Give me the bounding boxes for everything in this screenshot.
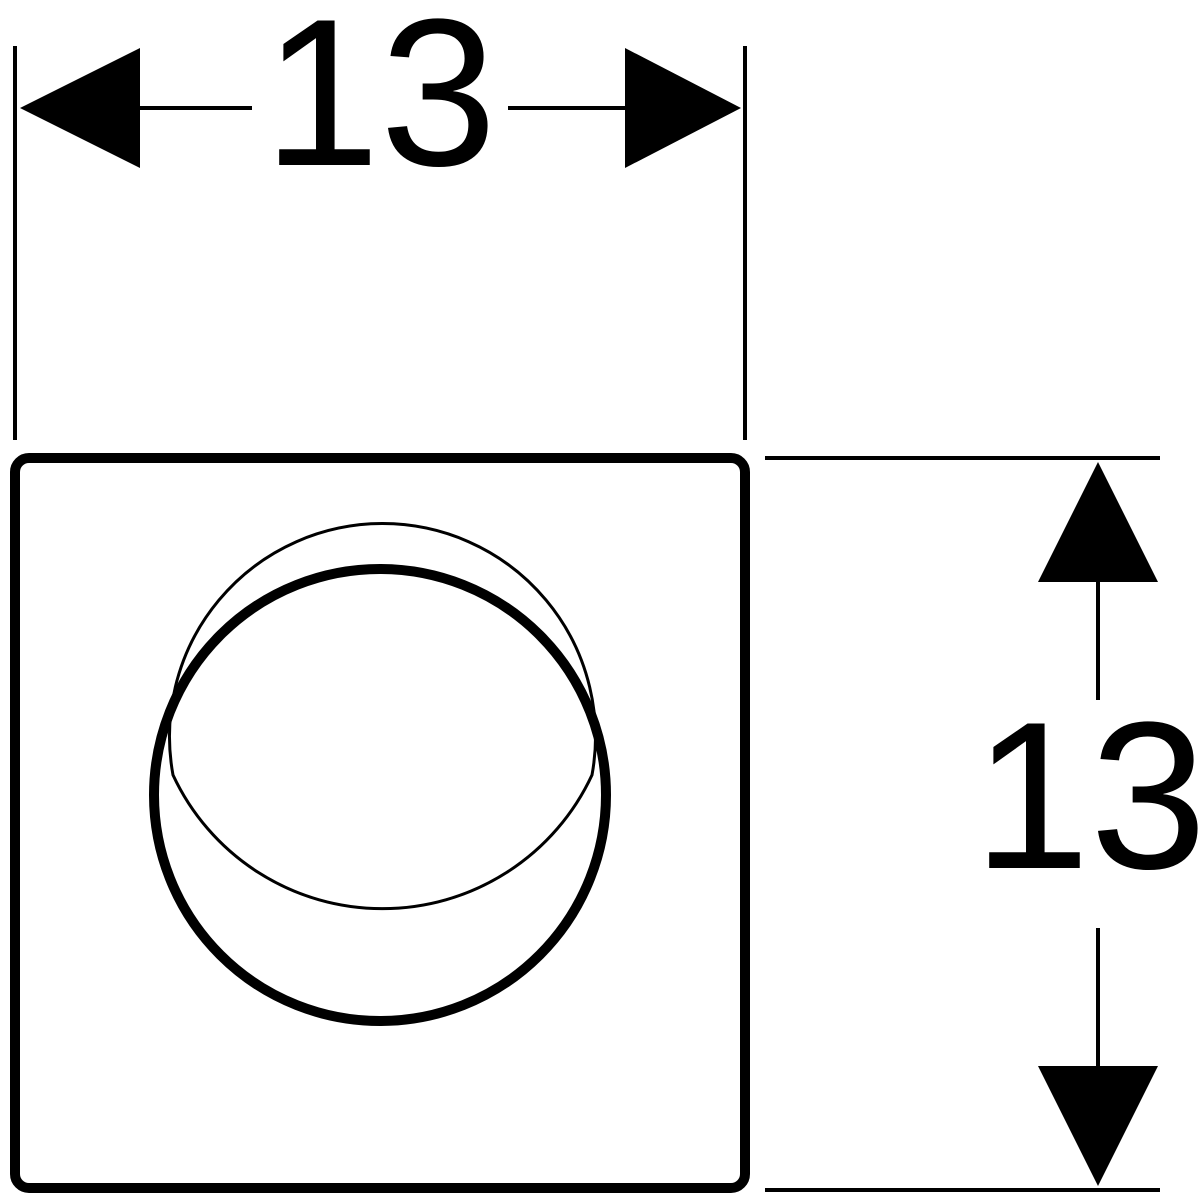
height-dimension-label: 13: [973, 678, 1200, 913]
height-arrowhead-top: [1038, 462, 1158, 582]
width-arrowhead-left: [20, 48, 140, 168]
flush-plate: [10, 453, 750, 1193]
width-dimension-label: 13: [263, 0, 497, 210]
button-outer-ring: [149, 564, 611, 1026]
width-arrowhead-right: [625, 48, 741, 168]
plate-outline: [10, 453, 750, 1193]
width-dimension: 13: [13, 0, 747, 440]
height-dimension: 13: [765, 456, 1200, 1192]
height-arrowhead-bottom: [1038, 1066, 1158, 1186]
button-inner-contour: [168, 522, 597, 911]
